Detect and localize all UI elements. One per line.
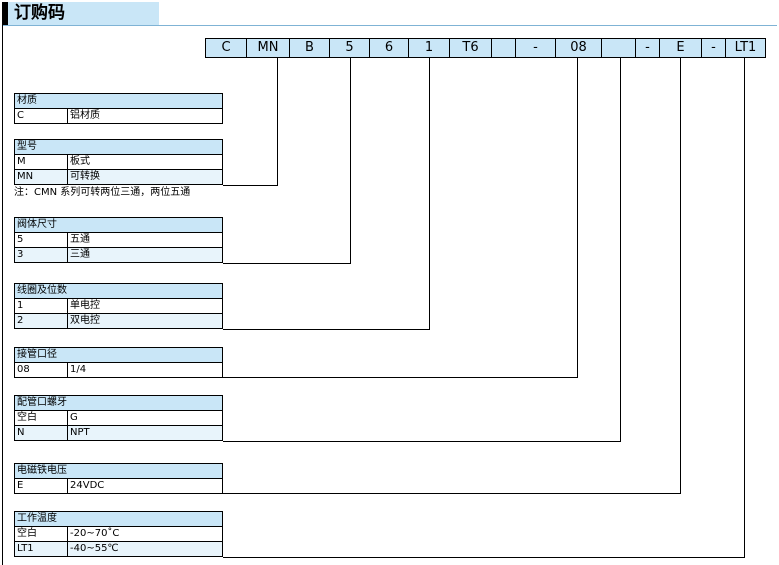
table-header: 接管口径 [14,347,223,363]
code-segment-type: MN [247,38,290,58]
option-desc: 五通 [67,232,223,248]
title-underline [2,25,777,26]
option-desc: 可转换 [67,169,223,185]
left-border [2,25,3,565]
table-header: 材质 [14,93,223,109]
table-header: 电磁铁电压 [14,463,223,479]
option-code: C [14,108,68,124]
table-header: 型号 [14,139,223,155]
option-code: 08 [14,362,68,378]
option-desc: 单电控 [67,298,223,314]
option-desc: NPT [67,425,223,441]
option-code: 5 [14,232,68,248]
code-segment-material: C [205,38,247,58]
option-code: N [14,425,68,441]
code-segment-dash-3: - [702,38,726,58]
connector-voltage [223,58,681,494]
code-segment-series: B [290,38,330,58]
option-code: 1 [14,298,68,314]
connector-valve-size [223,58,351,264]
option-code: 空白 [14,526,68,542]
code-segment-temperature: LT1 [726,38,766,58]
option-desc: -20~70˚C [67,526,223,542]
table-header: 配管口螺牙 [14,395,223,411]
code-segment-blank-1 [492,38,516,58]
page-title: 订购码 [14,3,65,23]
series-note: 注：CMN 系列可转两位三通，两位五通 [14,187,191,198]
option-code: 3 [14,247,68,263]
code-segment-dash-1: - [516,38,556,58]
table-header: 工作温度 [14,511,223,527]
table-working-temp: 工作温度 空白-20~70˚C LT1-40~55℃ [14,511,223,557]
option-code: M [14,154,68,170]
table-header: 阀体尺寸 [14,217,223,233]
option-code: 2 [14,313,68,329]
connector-temperature [223,58,745,558]
option-desc: 三通 [67,247,223,263]
connector-coil [223,58,430,330]
option-desc: 1/4 [67,362,223,378]
option-desc: G [67,410,223,426]
table-header: 线圈及位数 [14,283,223,299]
code-segment-t6: T6 [450,38,492,58]
option-code: E [14,478,68,494]
code-segment-dash-2: - [636,38,660,58]
code-segment-port-size: 08 [556,38,602,58]
code-segment-valve-size: 5 [330,38,370,58]
option-desc: 双电控 [67,313,223,329]
connector-port-thread [223,58,621,442]
option-code: 空白 [14,410,68,426]
option-code: MN [14,169,68,185]
option-desc: 铝材质 [67,108,223,124]
code-segment-coil: 1 [409,38,450,58]
option-desc: 24VDC [67,478,223,494]
option-code: LT1 [14,541,68,557]
code-segment-6: 6 [370,38,409,58]
connector-type [223,58,278,186]
connector-port-size [223,58,578,378]
option-desc: 板式 [67,154,223,170]
code-segment-port-thread [602,38,636,58]
title-bar: 订购码 [2,2,159,25]
option-desc: -40~55℃ [67,541,223,557]
code-segment-voltage: E [660,38,702,58]
title-marker [2,2,8,25]
